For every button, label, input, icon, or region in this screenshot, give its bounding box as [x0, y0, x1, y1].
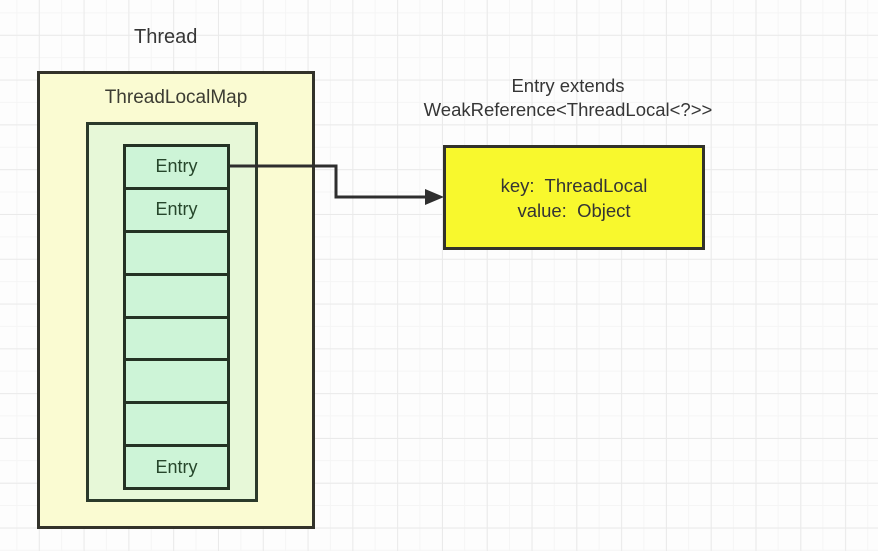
entry-detail-box: key: ThreadLocal value: Object: [443, 145, 705, 250]
entry-cell: [126, 318, 227, 359]
entry-note-line1: Entry extends: [511, 75, 625, 96]
entry-key-line: key: ThreadLocal: [500, 174, 648, 196]
reference-arrow: [230, 164, 444, 205]
entry-cell: [126, 275, 227, 316]
entry-cell: [126, 361, 227, 402]
entry-cell: Entry: [126, 189, 227, 230]
entry-note: Entry extends WeakReference<ThreadLocal<…: [398, 74, 738, 122]
entry-value-line: value: Object: [517, 199, 631, 221]
entry-cell: [126, 404, 227, 445]
entry-note-line2: WeakReference<ThreadLocal<?>>: [423, 99, 713, 120]
entry-cell: [126, 232, 227, 273]
entry-cell-stack: Entry Entry Entry: [123, 144, 230, 490]
entry-cell: Entry: [126, 447, 227, 487]
thread-label: Thread: [134, 26, 198, 48]
entry-cell: Entry: [126, 147, 227, 187]
arrowhead-icon: [425, 189, 444, 205]
threadlocalmap-title: ThreadLocalMap: [104, 87, 248, 108]
